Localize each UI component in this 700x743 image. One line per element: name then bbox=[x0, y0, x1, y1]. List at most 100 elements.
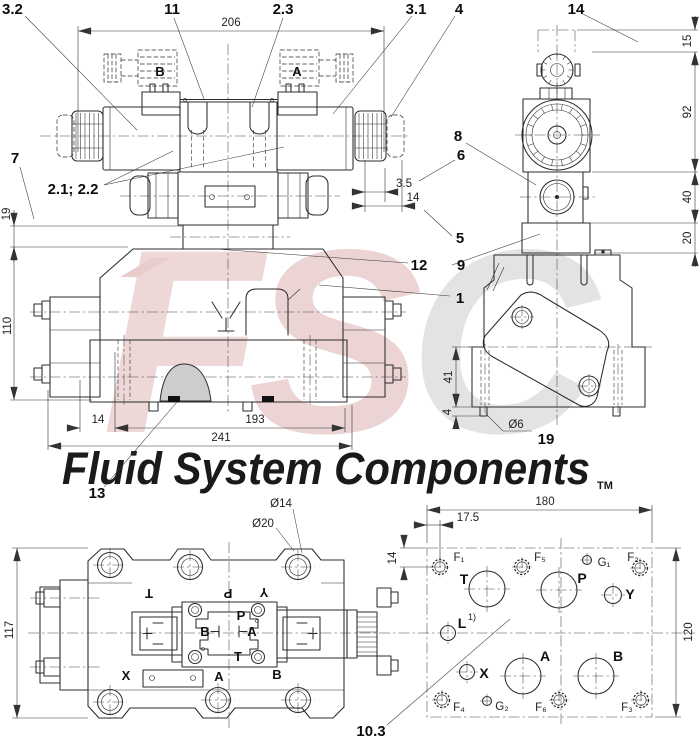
bolt-hole-f4 bbox=[432, 690, 452, 710]
label-f5: F₅ bbox=[534, 552, 546, 564]
label-f3: F₃ bbox=[621, 702, 633, 714]
callout-2-1-2-2: 2.1; 2.2 bbox=[48, 181, 99, 198]
port-hole-y bbox=[601, 583, 625, 607]
top-view-port-labels: T P Y P B A T X A B bbox=[122, 585, 282, 684]
front-view: B A bbox=[1, 1, 639, 502]
plug-phantom-right bbox=[279, 49, 354, 87]
callout-3-1: 3.1 bbox=[406, 1, 427, 18]
plate-holes bbox=[430, 553, 651, 710]
port-p: P bbox=[237, 608, 246, 623]
dim-40: 40 bbox=[682, 191, 694, 204]
watermark-tagline: Fluid System Components bbox=[62, 443, 590, 494]
dim-dia14: Ø14 bbox=[270, 498, 292, 510]
dim-193: 193 bbox=[245, 414, 264, 426]
gauge-hole-g1 bbox=[580, 553, 594, 567]
mounting-hole bbox=[93, 548, 127, 582]
callout-2-3: 2.3 bbox=[273, 1, 294, 18]
dim-120: 120 bbox=[683, 622, 695, 641]
port-hole-t bbox=[464, 566, 510, 612]
watermark-tm: TM bbox=[597, 480, 613, 492]
mounting-hole bbox=[173, 550, 207, 584]
front-view-callouts: 3.2 11 2.3 3.1 4 14 7 2.1; 2.2 13 bbox=[2, 1, 639, 502]
port-y-inverted: Y bbox=[259, 585, 268, 600]
bolt-hole-f2 bbox=[630, 558, 650, 578]
dim-3-5: 3.5 bbox=[396, 178, 412, 190]
callout-11: 11 bbox=[164, 1, 180, 18]
port-hole-x bbox=[456, 661, 478, 683]
label-x: X bbox=[479, 665, 489, 681]
label-f1: F₁ bbox=[454, 552, 465, 564]
label-b: B bbox=[613, 648, 623, 664]
label-f4: F₄ bbox=[453, 702, 465, 714]
mounting-hole bbox=[93, 685, 127, 719]
plate-outline bbox=[426, 547, 653, 718]
pilot-valve-front bbox=[56, 83, 405, 250]
callout-9: 9 bbox=[457, 257, 465, 274]
bolt-hole-f3 bbox=[631, 690, 651, 710]
dim-17-5: 17.5 bbox=[457, 512, 479, 524]
port-a: A bbox=[247, 624, 257, 639]
port-hole-a bbox=[500, 653, 546, 699]
label-l: L bbox=[458, 615, 467, 631]
bolt-hole-f5 bbox=[512, 557, 532, 577]
main-valve-body-front bbox=[33, 248, 402, 412]
front-view-dimensions: 206 19 110 14 193 241 3.5 14 bbox=[1, 17, 420, 450]
port-x-body: X bbox=[122, 668, 131, 683]
dim-241: 241 bbox=[211, 432, 230, 444]
port-p-inverted: P bbox=[223, 586, 232, 601]
side-view-dimensions: 15 92 40 20 41 4 Ø6 19 bbox=[442, 16, 699, 448]
top-view-body bbox=[30, 548, 345, 719]
callout-1: 1 bbox=[456, 290, 464, 307]
pilot-valve-top bbox=[131, 587, 399, 688]
plate-dimensions: 180 17.5 14 120 10.3 bbox=[356, 496, 695, 740]
port-t: T bbox=[234, 649, 242, 664]
callout-14: 14 bbox=[568, 1, 585, 18]
label-g1: G₁ bbox=[598, 557, 611, 569]
diamond-cover-plate bbox=[482, 291, 610, 407]
dim-14-plate: 14 bbox=[387, 551, 399, 564]
label-f6: F₆ bbox=[535, 702, 547, 714]
dim-20: 20 bbox=[682, 232, 694, 245]
dim-15: 15 bbox=[682, 35, 694, 48]
callout-7: 7 bbox=[11, 150, 19, 167]
callout-3-2: 3.2 bbox=[2, 1, 23, 18]
solenoid-a-label: A bbox=[292, 64, 302, 79]
dim-180: 180 bbox=[535, 496, 554, 508]
mounting-hole bbox=[281, 550, 315, 584]
seal-left bbox=[168, 396, 180, 402]
plug-phantom-left bbox=[103, 49, 178, 87]
callout-12: 12 bbox=[411, 257, 428, 274]
watermark-logo-accent bbox=[120, 258, 170, 277]
port-hole-l bbox=[439, 622, 457, 644]
watermark: FSC Fluid System Components TM bbox=[62, 195, 615, 494]
dim-19: 19 bbox=[1, 208, 13, 221]
solenoid-b-label: B bbox=[155, 64, 164, 79]
label-y: Y bbox=[625, 586, 635, 602]
port-hole-p bbox=[536, 567, 582, 613]
callout-8: 8 bbox=[454, 128, 462, 145]
label-g2: G₂ bbox=[495, 701, 508, 713]
dim-206: 206 bbox=[221, 17, 240, 29]
side-view: 15 92 40 20 41 4 Ø6 19 8 6 5 12 9 1 bbox=[215, 16, 699, 448]
main-valve-body-side bbox=[471, 249, 646, 417]
label-t: T bbox=[460, 571, 469, 587]
pilot-valve-side bbox=[521, 53, 593, 254]
top-view: T P Y P B A T X A B 117 Ø14 Ø20 bbox=[4, 498, 695, 728]
callout-19: 19 bbox=[538, 431, 555, 448]
dim-110: 110 bbox=[2, 317, 14, 335]
mounting-hole bbox=[281, 683, 315, 717]
dim-14-bottom: 14 bbox=[92, 414, 105, 426]
seal-hump bbox=[159, 363, 212, 402]
dim-117: 117 bbox=[4, 621, 16, 639]
side-view-callouts: 8 6 5 12 9 1 bbox=[215, 128, 541, 307]
gauge-hole-g2 bbox=[480, 694, 494, 708]
label-f2: F₂ bbox=[627, 552, 639, 564]
port-b-body: B bbox=[272, 667, 281, 682]
port-interface-plate: F₁ T F₅ G₁ F₂ P Y L 1) X A B F₄ G₂ F₆ F₃… bbox=[356, 496, 695, 740]
port-a-body: A bbox=[214, 669, 224, 684]
label-a: A bbox=[540, 648, 550, 664]
bolt-hole-f6 bbox=[549, 690, 569, 710]
dim-92: 92 bbox=[682, 106, 694, 119]
seal-right bbox=[262, 396, 274, 402]
